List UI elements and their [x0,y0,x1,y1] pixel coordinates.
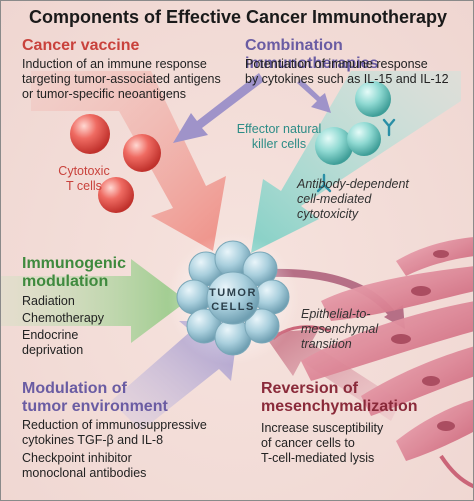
tumor-label-2: CELLS [211,301,255,313]
tumor-env-line-1: Reduction of immunosuppressive [22,418,207,432]
combination-line-1: Potentiation of immune response [245,57,428,71]
adcc-line-2: cell-mediated [297,192,372,206]
combination-line-2: by cytokines such as IL-15 and IL-12 [245,72,449,86]
cytotoxic-t-cells [70,114,161,213]
reversion-line-2: of cancer cells to [261,436,355,450]
nk-cell-label-2: killer cells [251,137,307,151]
tumor-env-heading-2: tumor environment [22,398,168,415]
combination-to-vaccine-arrow [173,73,264,143]
immunogenic-item-4: deprivation [22,343,84,357]
immunogenic-item-3: Endocrine [22,328,79,342]
emt-line-2: mesenchymal [301,322,379,336]
tumor-env-line-2: cytokines TGF-β and IL-8 [22,433,164,447]
tumor-env-heading-1: Modulation of [22,380,127,397]
cancer-vaccine-heading: Cancer vaccine [22,37,140,54]
antibody-icon [316,118,396,193]
tumor-label-1: TUMOR [209,287,257,299]
immunogenic-heading-1: Immunogenic [22,255,127,272]
tumor-env-line-4: monoclonal antibodies [22,466,147,480]
immunogenic-item-2: Chemotherapy [22,311,104,325]
emt-line-1: Epithelial-to- [301,307,371,321]
t-cell-label-2: T cells [66,179,102,193]
cancer-vaccine-line-1: Induction of an immune response [22,57,207,71]
reversion-line-1: Increase susceptibility [261,421,384,435]
combination-heading: Combination immunotherapies [245,37,379,72]
reversion-line-3: T-cell-mediated lysis [261,451,375,465]
nk-cells [315,81,396,193]
combination-arrow [251,71,461,253]
adcc-line-3: cytotoxicity [297,207,359,221]
tumor-cluster [167,233,299,365]
reversion-heading-2: mesenchymalization [261,398,418,415]
reversion-heading-1: Reversion of [261,380,358,397]
cancer-vaccine-line-3: or tumor-specific neoantigens [22,87,186,101]
combination-to-nk-arrow [297,79,331,113]
vaccine-arrow [31,71,226,251]
adcc-line-1: Antibody-dependent [297,177,409,191]
emt-line-3: transition [301,337,352,351]
immunogenic-arrow [1,259,187,343]
immunogenic-item-1: Radiation [22,294,75,308]
t-cell-label-1: Cytotoxic [58,164,110,178]
mesenchymal-cells [271,237,473,489]
immunogenic-heading-2: modulation [22,273,109,290]
figure-title: Components of Effective Cancer Immunothe… [28,7,448,27]
tumor-env-line-3: Checkpoint inhibitor [22,451,132,465]
nk-cell-label-1: Effector natural [236,122,322,136]
cancer-vaccine-line-2: targeting tumor-associated antigens [22,72,221,86]
